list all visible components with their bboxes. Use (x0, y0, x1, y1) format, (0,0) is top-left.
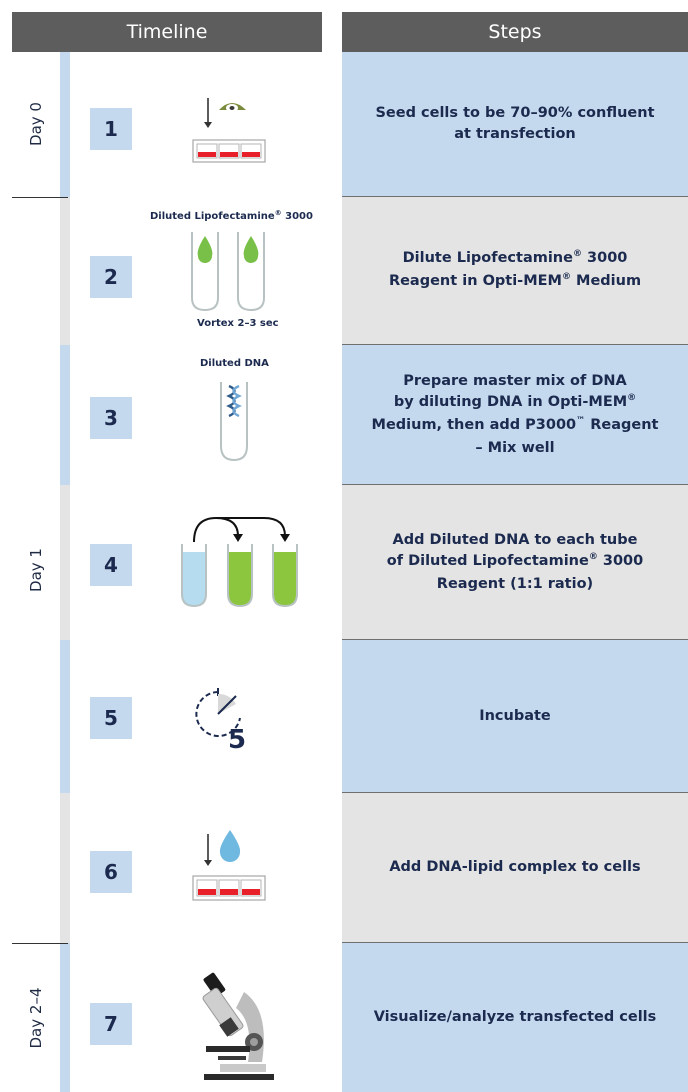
lipofectamine-tubes-icon (191, 232, 265, 312)
timer-icon: 5 (195, 688, 246, 755)
dna-tube-icon (220, 382, 248, 462)
seed-cells-plate-icon (192, 98, 266, 163)
step-number-4: 4 (90, 544, 132, 586)
timer-value: 5 (228, 725, 246, 755)
step-6-text: Add DNA-lipid complex to cells (342, 793, 688, 943)
timeline-stripe-step5 (60, 640, 70, 793)
caption-vortex: Vortex 2–3 sec (197, 318, 279, 329)
caption-diluted-dna: Diluted DNA (200, 358, 269, 369)
microscope-icon (202, 972, 274, 1080)
step-number-3: 3 (90, 397, 132, 439)
timeline-stripe-step6 (60, 793, 70, 943)
timeline-header: Timeline (12, 12, 322, 52)
timeline-stripe-step3 (60, 345, 70, 485)
tube-transfer-icon (181, 516, 298, 608)
droplet-plate-icon (192, 830, 266, 901)
day-divider-2 (12, 943, 68, 944)
caption-diluted-lipofectamine: Diluted Lipofectamine® 3000 (150, 209, 313, 222)
step-number-7: 7 (90, 1003, 132, 1045)
day-divider-1 (12, 197, 68, 198)
timeline-stripe-step4 (60, 485, 70, 640)
timeline-stripe-day0 (60, 52, 70, 197)
step-number-5: 5 (90, 697, 132, 739)
timeline-stripe-day2-4 (60, 943, 70, 1092)
step-number-6: 6 (90, 851, 132, 893)
step-number-2: 2 (90, 256, 132, 298)
step-7-text: Visualize/analyze transfected cells (342, 943, 688, 1092)
steps-header: Steps (342, 12, 688, 52)
step-5-text: Incubate (342, 640, 688, 793)
timeline-stripe-step2 (60, 197, 70, 345)
step-number-1: 1 (90, 108, 132, 150)
